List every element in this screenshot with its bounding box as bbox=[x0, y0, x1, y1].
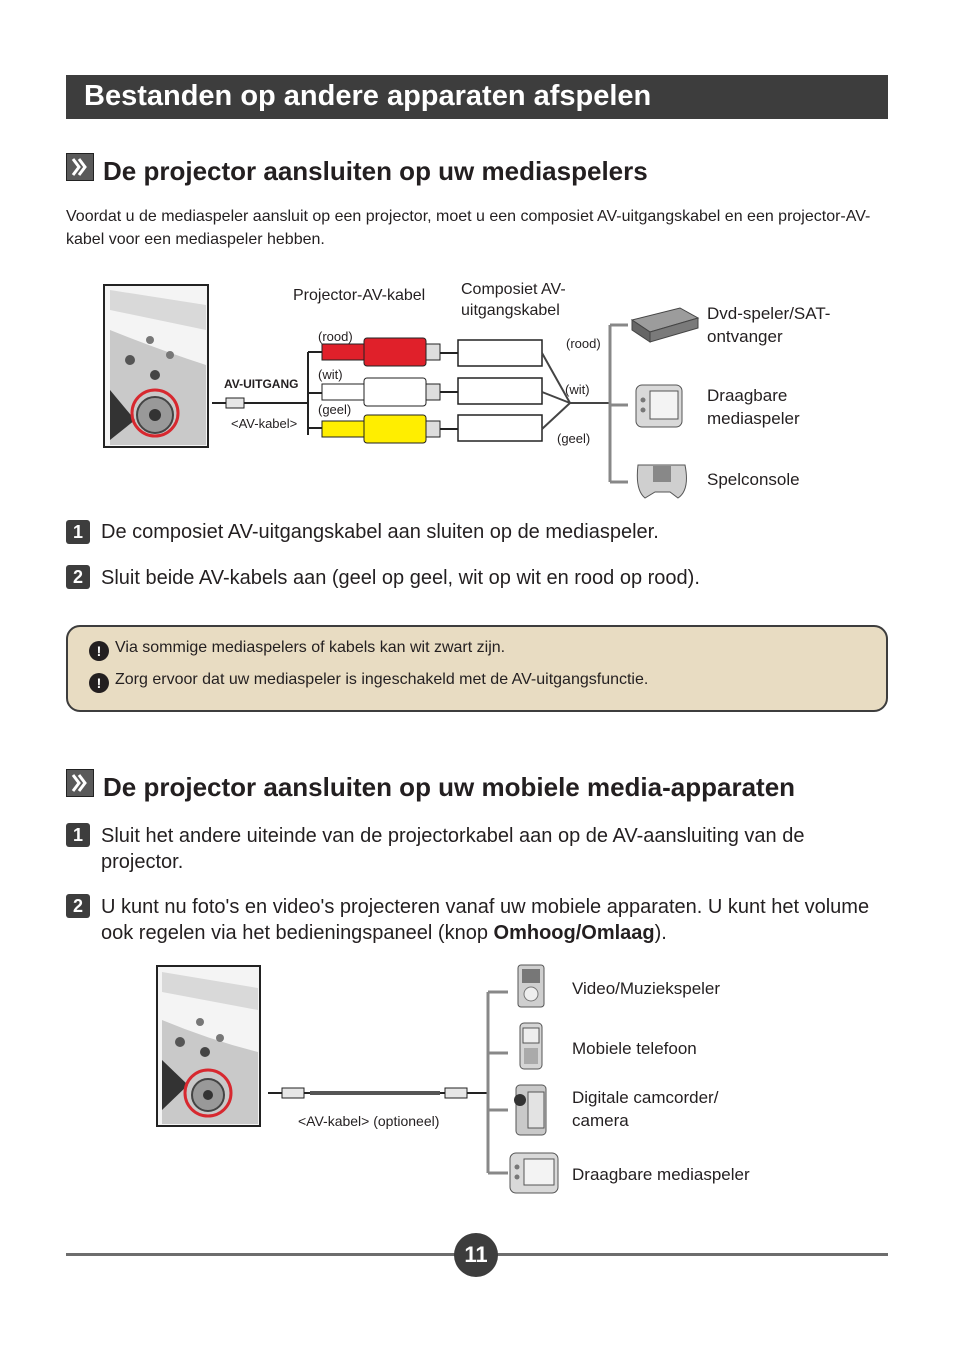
label-av-cable-optional: <AV-kabel> (optioneel) bbox=[298, 1113, 440, 1129]
label-portable-player: Draagbare mediaspeler bbox=[707, 386, 800, 428]
connection-diagram-mobile bbox=[156, 964, 559, 1194]
red-plug bbox=[321, 337, 441, 367]
label-game-console: Spelconsole bbox=[707, 470, 800, 489]
note-1: Via sommige mediaspelers of kabels kan w… bbox=[115, 639, 506, 656]
label-portable-player: Draagbare mediaspeler bbox=[572, 1165, 750, 1184]
camcorder-icon bbox=[514, 1084, 547, 1136]
step-1-text: Sluit het andere uiteinde van de project… bbox=[101, 825, 805, 873]
label-mobile-phone: Mobiele telefoon bbox=[572, 1039, 697, 1058]
page-number: 11 bbox=[454, 1233, 498, 1277]
step-2-text: Sluit beide AV-kabels aan (geel op geel,… bbox=[101, 567, 700, 589]
step-2-text: U kunt nu foto's en video's projecteren … bbox=[101, 896, 870, 944]
portable-player-icon bbox=[509, 1152, 559, 1194]
step-badge-2: 2 bbox=[66, 565, 90, 589]
section-arrow-icon bbox=[66, 769, 94, 797]
section-arrow-icon bbox=[66, 153, 94, 181]
projector-image bbox=[156, 965, 261, 1127]
connection-diagram-mediaplayers bbox=[103, 284, 700, 499]
label-yellow-right: (geel) bbox=[557, 431, 591, 446]
label-camcorder: Digitale camcorder/ camera bbox=[572, 1088, 719, 1130]
step-badge-1: 1 bbox=[66, 823, 90, 847]
warning-icon: ! bbox=[89, 673, 109, 693]
projector-image bbox=[103, 284, 209, 448]
label-av-cable: <AV-kabel> bbox=[231, 416, 298, 431]
portable-player-icon bbox=[635, 384, 683, 428]
page-title: Bestanden op andere apparaten afspelen bbox=[84, 80, 652, 112]
label-projector-av-cable: Projector-AV-kabel bbox=[293, 287, 426, 304]
dvd-player-icon bbox=[630, 307, 700, 343]
label-red-left: (rood) bbox=[318, 329, 353, 344]
label-dvd-player: Dvd-speler/SAT- ontvanger bbox=[707, 304, 831, 346]
music-player-icon bbox=[517, 964, 545, 1008]
title-banner bbox=[66, 75, 888, 119]
label-music-player: Video/Muziekspeler bbox=[572, 979, 721, 998]
section1-intro: Voordat u de mediaspeler aansluit op een… bbox=[66, 208, 871, 248]
mobile-phone-icon bbox=[519, 1022, 543, 1070]
white-plug bbox=[321, 377, 441, 407]
yellow-plug bbox=[321, 414, 441, 444]
game-console-icon bbox=[636, 464, 687, 499]
step-1-text: De composiet AV-uitgangskabel aan sluite… bbox=[101, 521, 659, 543]
bold-button-name: Omhoog/Omlaag bbox=[493, 922, 655, 944]
label-white-right: (wit) bbox=[565, 382, 590, 397]
note-box bbox=[66, 625, 888, 712]
section1-heading: De projector aansluiten op uw mediaspele… bbox=[103, 156, 648, 186]
label-composite-cable: Composiet AV- uitgangskabel bbox=[461, 281, 566, 319]
label-yellow-left: (geel) bbox=[318, 402, 352, 417]
label-red-right: (rood) bbox=[566, 336, 601, 351]
section2-heading: De projector aansluiten op uw mobiele me… bbox=[103, 772, 796, 802]
step-badge-1: 1 bbox=[66, 520, 90, 544]
label-av-out: AV-UITGANG bbox=[224, 377, 299, 391]
warning-icon: ! bbox=[89, 641, 109, 661]
note-2: Zorg ervoor dat uw mediaspeler is ingesc… bbox=[115, 671, 649, 688]
step-badge-2: 2 bbox=[66, 894, 90, 918]
label-white-left: (wit) bbox=[318, 367, 343, 382]
